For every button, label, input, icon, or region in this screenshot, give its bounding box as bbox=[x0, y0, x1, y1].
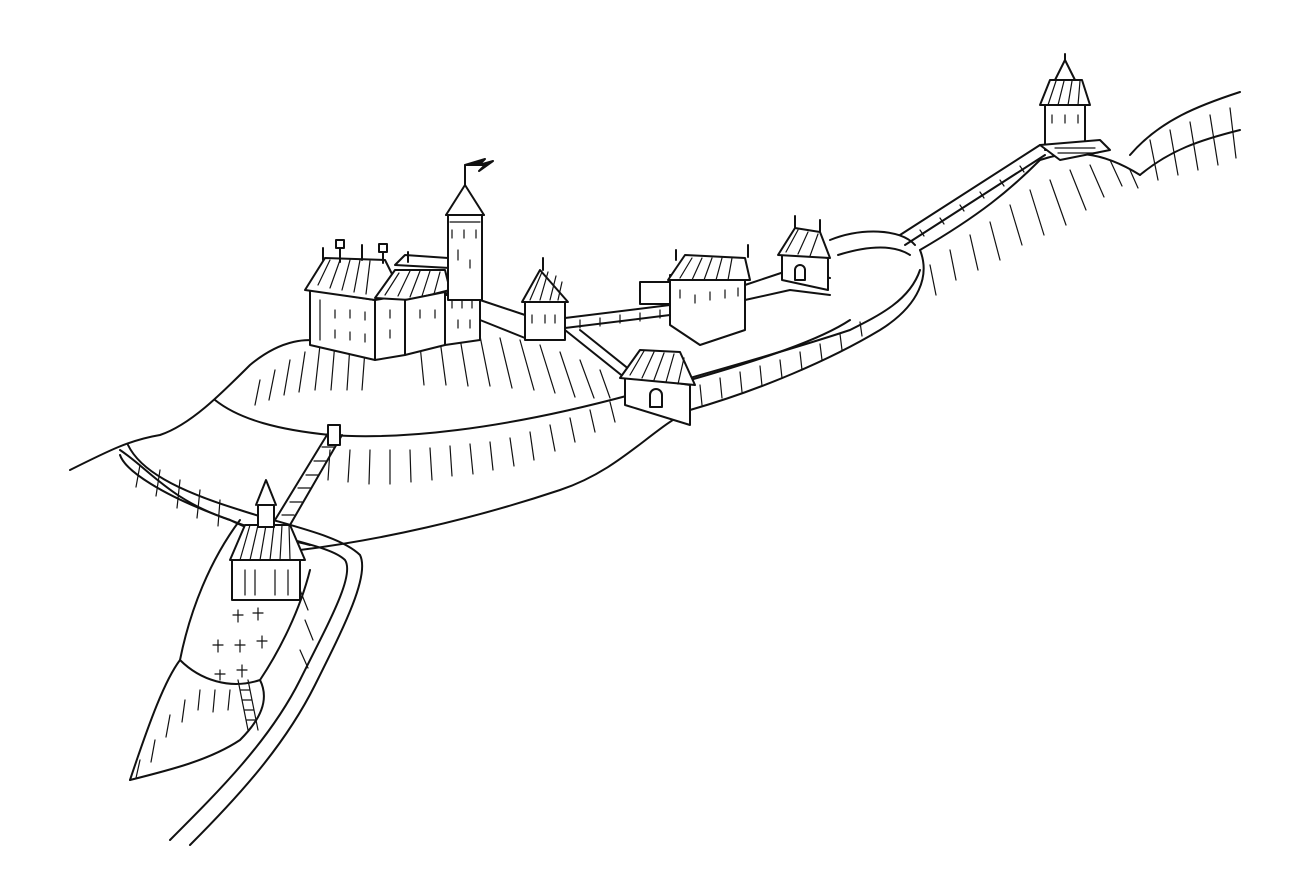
upper-watchtower bbox=[1039, 53, 1111, 161]
main-castle bbox=[304, 239, 483, 361]
hill-terrain bbox=[69, 91, 1241, 551]
outer-gate-tower bbox=[619, 349, 696, 426]
graveyard bbox=[129, 519, 314, 781]
upper-curtain-wall bbox=[899, 144, 1046, 246]
chapel bbox=[229, 479, 306, 601]
keep-tower-with-flag bbox=[445, 158, 494, 301]
winding-road bbox=[119, 444, 364, 846]
wooden-stairway bbox=[274, 424, 343, 526]
middle-ward bbox=[639, 215, 831, 346]
inner-gatehouse bbox=[479, 257, 569, 341]
